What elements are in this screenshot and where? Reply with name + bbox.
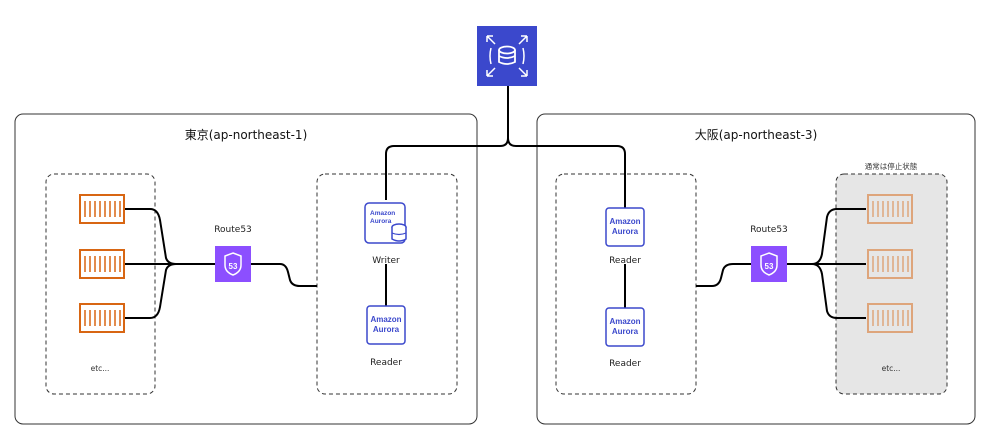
tokyo-db-group	[316, 173, 458, 395]
svg-text:Amazon: Amazon	[370, 210, 395, 217]
route53-icon: 53	[750, 245, 788, 283]
tokyo-reader-label: Reader	[370, 358, 402, 368]
svg-text:Aurora: Aurora	[373, 325, 400, 334]
svg-text:Amazon: Amazon	[370, 315, 401, 324]
region-osaka	[536, 113, 976, 425]
tokyo-etc-label: etc...	[91, 364, 110, 373]
container-icon	[79, 303, 125, 333]
standby-label: 通常は停止状態	[865, 161, 918, 171]
aurora-icon: Amazon Aurora	[605, 307, 645, 347]
aurora-writer-icon: Amazon Aurora	[364, 202, 407, 244]
osaka-route53-label: Route53	[750, 225, 788, 235]
route53-icon: 53	[214, 245, 252, 283]
region-title-osaka: 大阪(ap-northeast-3)	[695, 128, 818, 142]
region-title-tokyo: 東京(ap-northeast-1)	[185, 128, 308, 142]
osaka-reader-label-2: Reader	[609, 359, 641, 369]
container-icon	[79, 249, 125, 279]
svg-text:Amazon: Amazon	[609, 317, 640, 326]
osaka-app-group-standby	[835, 173, 948, 395]
rds-icon	[477, 26, 537, 86]
osaka-db-group	[555, 173, 697, 395]
svg-text:53: 53	[765, 262, 774, 271]
osaka-etc-label: etc...	[882, 364, 901, 373]
aurora-icon: Amazon Aurora	[366, 305, 406, 345]
svg-text:Aurora: Aurora	[612, 327, 639, 336]
svg-text:53: 53	[229, 262, 238, 271]
osaka-reader-label-1: Reader	[609, 256, 641, 266]
aurora-icon: Amazon Aurora	[605, 207, 645, 247]
writer-label: Writer	[372, 256, 400, 266]
svg-text:Aurora: Aurora	[370, 218, 392, 225]
tokyo-route53-label: Route53	[214, 225, 252, 235]
svg-text:Aurora: Aurora	[612, 227, 639, 236]
container-icon	[79, 194, 125, 224]
connections	[124, 85, 866, 319]
svg-text:Amazon: Amazon	[609, 217, 640, 226]
region-tokyo	[14, 113, 478, 425]
